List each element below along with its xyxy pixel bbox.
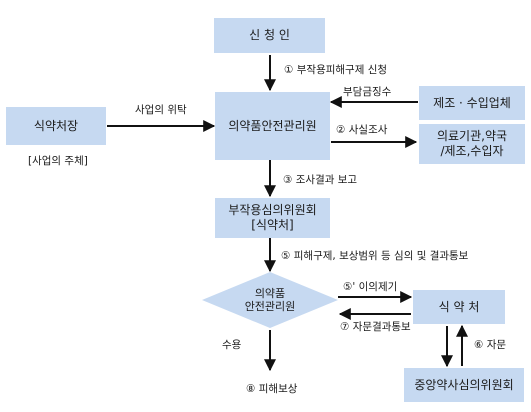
edge-advice-label: ⑥ 자문 xyxy=(474,339,507,351)
committee-label: 부작용심의위원회 [식약처] xyxy=(228,203,317,232)
edge-notify-label: ⑤ 피해구제, 보상범위 등 심의 및 결과통보 xyxy=(281,250,469,262)
kidsi-label: 의약품안전관리원 xyxy=(228,118,317,133)
edge-advice-result-label: ⑦ 자문결과통보 xyxy=(340,321,411,333)
mfds-chief-box: 식약처장 xyxy=(6,107,106,145)
mfds-label: 식 약 처 xyxy=(438,299,480,314)
mfds-box: 식 약 처 xyxy=(413,290,505,324)
edge-apply-label: ① 부작용피해구제 신청 xyxy=(284,64,388,76)
edge-accept-label: 수용 xyxy=(222,339,242,351)
diamond-node xyxy=(202,272,338,328)
manufacturer-box: 제조 · 수입업체 xyxy=(419,86,525,120)
edge-investigate-label: ② 사실조사 xyxy=(336,124,388,136)
kidsi-box: 의약품안전관리원 xyxy=(215,92,330,160)
edge-compensation-label: ⑧ 피해보상 xyxy=(246,383,298,395)
applicant-box: 신 청 인 xyxy=(214,18,325,53)
edge-entrust-label: 사업의 위탁 xyxy=(135,104,187,116)
mfds-chief-label: 식약처장 xyxy=(33,118,79,133)
edge-levy-label: 부담금징수 xyxy=(343,86,392,98)
central-committee-label: 중앙약사심의위원회 xyxy=(414,377,514,392)
manufacturer-label: 제조 · 수입업체 xyxy=(433,95,511,110)
committee-box: 부작용심의위원회 [식약처] xyxy=(215,198,330,238)
edge-objection-label: ⑤' 이의제기 xyxy=(343,281,398,293)
mfds-chief-note: [사업의 주체] xyxy=(28,155,88,167)
applicant-label: 신 청 인 xyxy=(249,28,290,42)
investigated-label: 의료기관,약국 /제조,수입자 xyxy=(436,129,508,158)
edge-report-label: ③ 조사결과 보고 xyxy=(283,174,358,186)
investigated-box: 의료기관,약국 /제조,수입자 xyxy=(419,124,525,164)
diamond-label: 의약품 안전관리원 xyxy=(244,287,296,313)
central-committee-box: 중앙약사심의위원회 xyxy=(404,368,524,402)
